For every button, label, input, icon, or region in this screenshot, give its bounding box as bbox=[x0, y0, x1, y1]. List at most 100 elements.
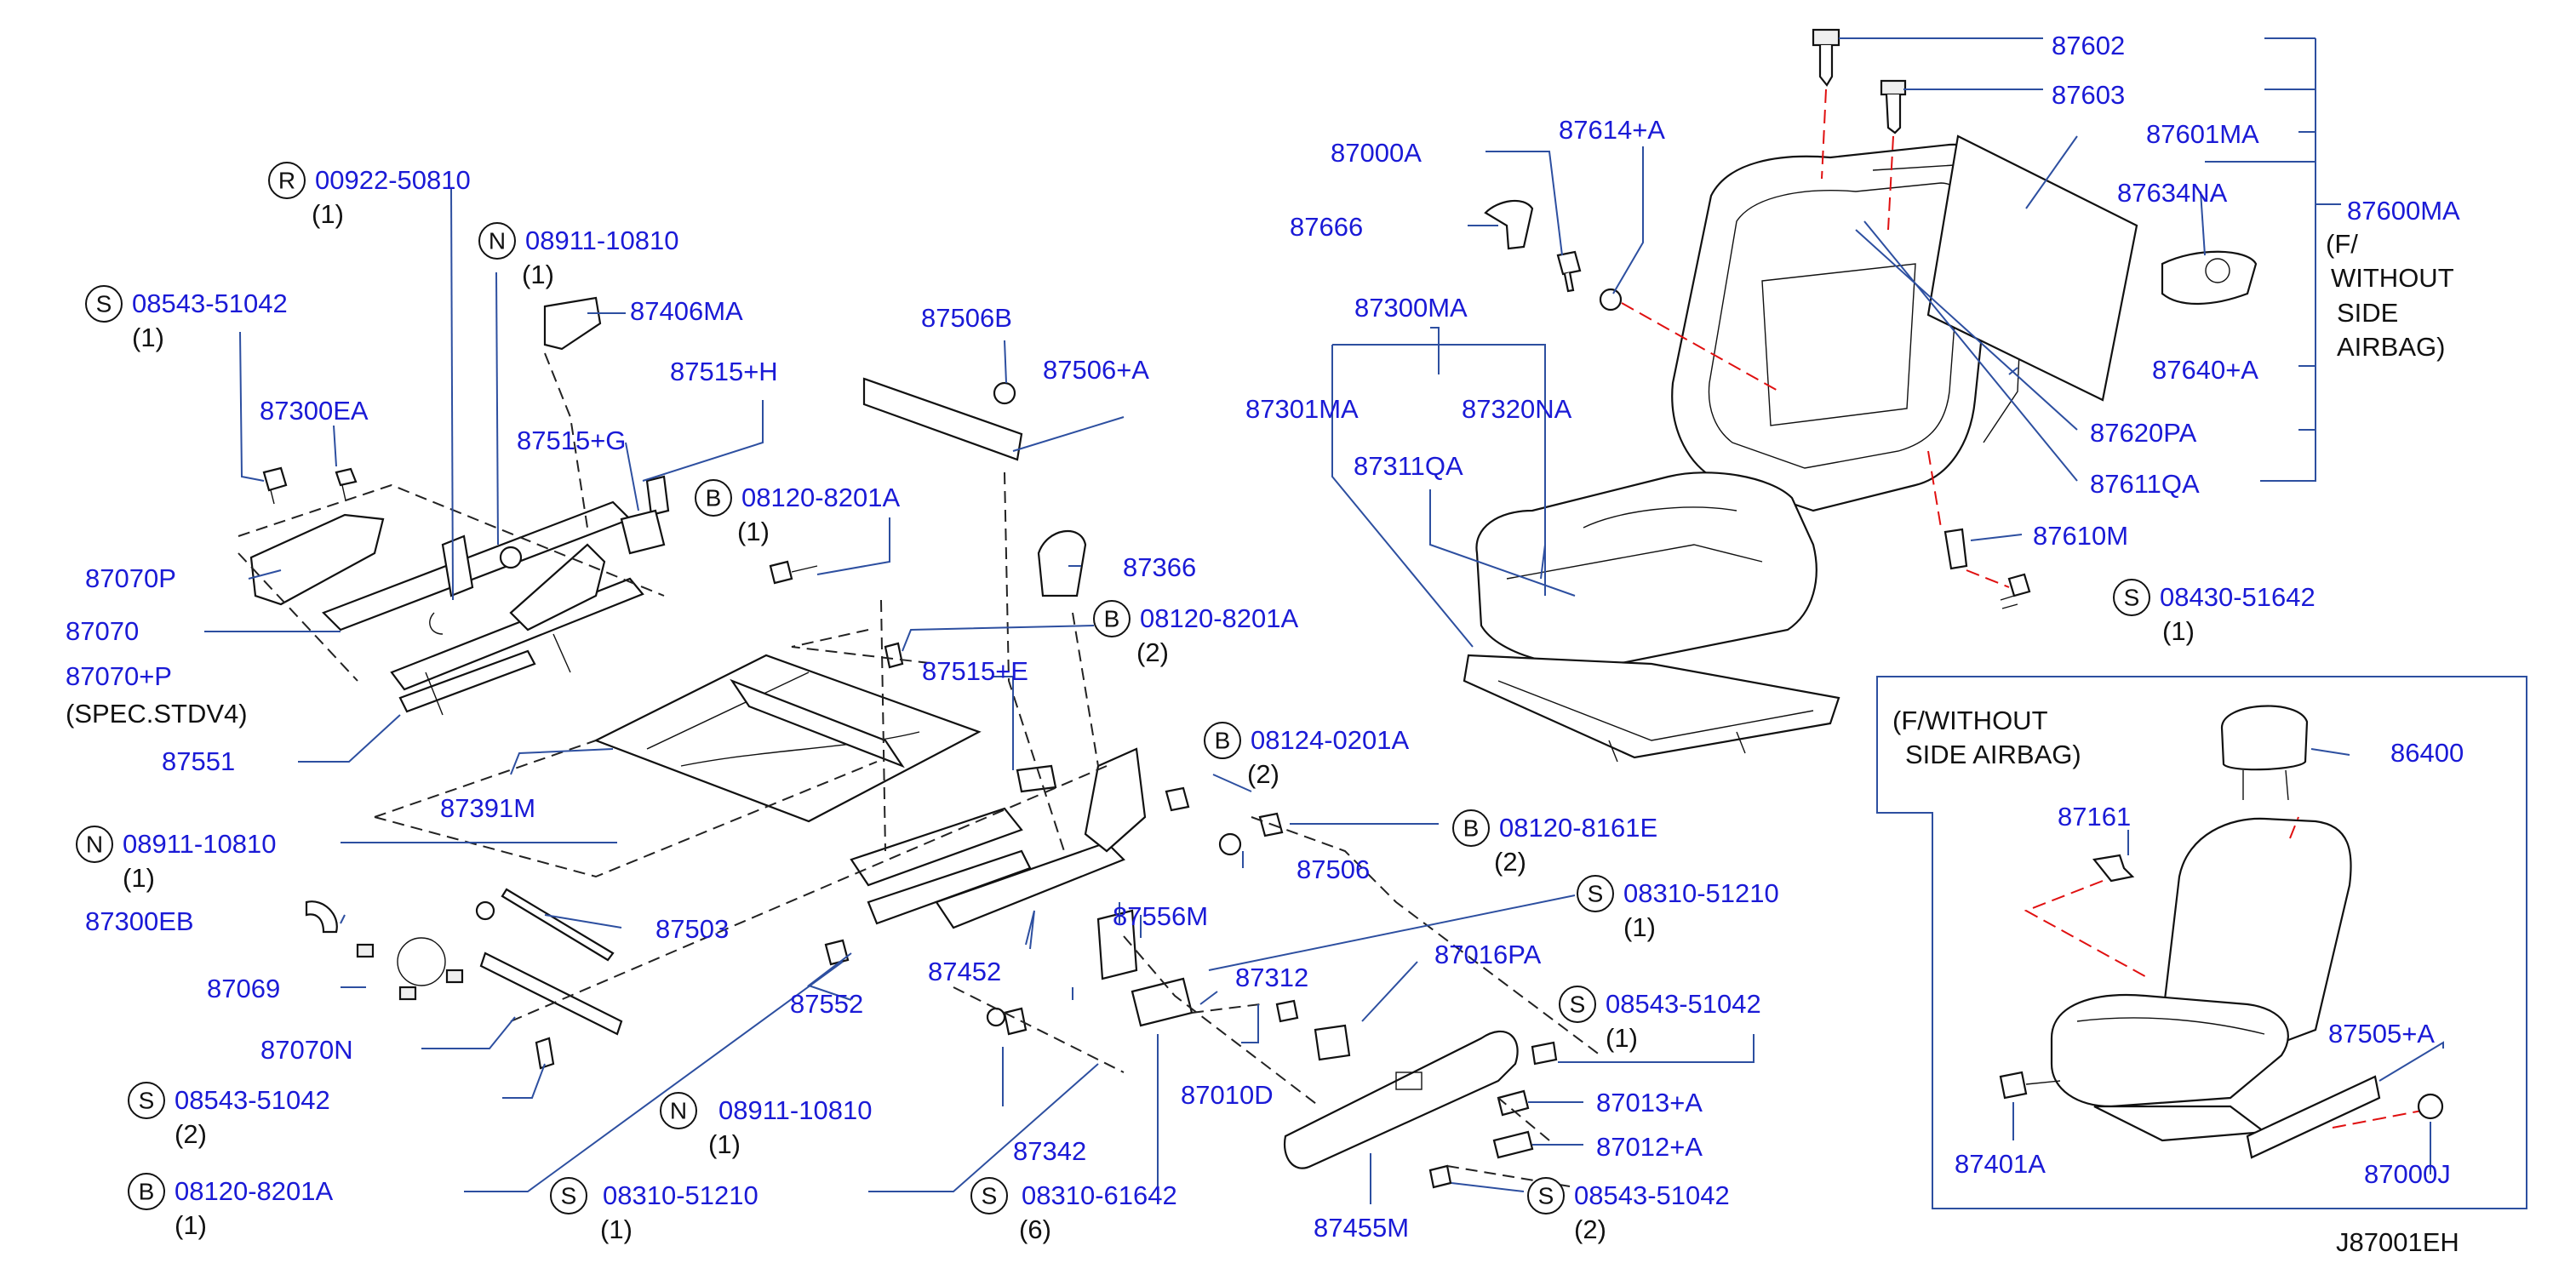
part-number[interactable]: 00922-50810 bbox=[315, 165, 471, 195]
part-87506b[interactable]: 87506B bbox=[921, 303, 1012, 333]
callout-prefix: B bbox=[139, 1179, 155, 1205]
part-87556m[interactable]: 87556M bbox=[1113, 901, 1208, 931]
part-87614a[interactable]: 87614+A bbox=[1559, 115, 1665, 145]
inset-box-without-side-airbag bbox=[1876, 676, 2527, 1209]
callout-prefix: S bbox=[2124, 585, 2140, 611]
part-87552[interactable]: 87552 bbox=[790, 989, 863, 1019]
quantity: (1) bbox=[1606, 1023, 1638, 1053]
guide-87603-icon bbox=[1880, 79, 1907, 96]
part-87000a[interactable]: 87000A bbox=[1331, 138, 1422, 168]
part-labels: 87406MA 87300EA 87515+H 87515+G 87506B 8… bbox=[66, 31, 2464, 1257]
part-87012a[interactable]: 87012+A bbox=[1596, 1132, 1703, 1162]
quantity: (1) bbox=[2162, 616, 2195, 646]
without-airbag-note: SIDE bbox=[2337, 298, 2398, 328]
part-number[interactable]: 08310-61642 bbox=[1022, 1180, 1177, 1210]
part-87013a[interactable]: 87013+A bbox=[1596, 1088, 1703, 1117]
part-87515g[interactable]: 87515+G bbox=[517, 426, 626, 455]
part-87503[interactable]: 87503 bbox=[655, 914, 729, 944]
inset-note: (F/WITHOUT bbox=[1892, 706, 2048, 735]
part-87611qa[interactable]: 87611QA bbox=[2090, 469, 2200, 499]
part-number[interactable]: 08120-8201A bbox=[1140, 603, 1298, 633]
callout-prefix: S bbox=[1570, 992, 1586, 1018]
drawing-code: J87001EH bbox=[2336, 1227, 2459, 1257]
part-87506[interactable]: 87506 bbox=[1297, 854, 1370, 884]
without-airbag-note: WITHOUT bbox=[2331, 263, 2454, 293]
part-87640a[interactable]: 87640+A bbox=[2152, 355, 2258, 385]
quantity: (2) bbox=[175, 1119, 207, 1149]
quantity: (1) bbox=[737, 517, 770, 546]
callout-prefix: R bbox=[278, 168, 295, 194]
part-87311qa[interactable]: 87311QA bbox=[1354, 451, 1463, 481]
part-87300ma[interactable]: 87300MA bbox=[1354, 293, 1468, 323]
part-87000j[interactable]: 87000J bbox=[2364, 1159, 2451, 1189]
part-87603[interactable]: 87603 bbox=[2052, 80, 2125, 110]
guide-87602-icon bbox=[1812, 28, 1840, 47]
quantity: (1) bbox=[123, 863, 155, 893]
part-87551[interactable]: 87551 bbox=[162, 746, 235, 776]
part-87401a[interactable]: 87401A bbox=[1955, 1149, 2046, 1179]
part-number[interactable]: 08124-0201A bbox=[1251, 725, 1409, 755]
part-number[interactable]: 08310-51210 bbox=[1623, 878, 1779, 908]
part-number[interactable]: 08120-8201A bbox=[175, 1176, 333, 1206]
callout-prefix: B bbox=[1104, 606, 1120, 632]
part-87602[interactable]: 87602 bbox=[2052, 31, 2125, 60]
part-86400[interactable]: 86400 bbox=[2390, 738, 2464, 768]
quantity: (2) bbox=[1494, 847, 1526, 877]
part-87515e[interactable]: 87515+E bbox=[922, 656, 1028, 686]
part-number[interactable]: 08911-10810 bbox=[525, 226, 678, 255]
part-87505a[interactable]: 87505+A bbox=[2328, 1019, 2435, 1049]
part-87016pa[interactable]: 87016PA bbox=[1434, 940, 1542, 969]
part-87342[interactable]: 87342 bbox=[1013, 1136, 1086, 1166]
quantity: (2) bbox=[1136, 637, 1169, 667]
callout-prefix: S bbox=[139, 1088, 155, 1114]
quantity: (1) bbox=[708, 1129, 741, 1159]
part-number[interactable]: 08430-51642 bbox=[2160, 582, 2316, 612]
part-number[interactable]: 08310-51210 bbox=[603, 1180, 758, 1210]
part-87320na[interactable]: 87320NA bbox=[1462, 394, 1572, 424]
part-number[interactable]: 08543-51042 bbox=[1606, 989, 1761, 1019]
part-87301ma[interactable]: 87301MA bbox=[1245, 394, 1359, 424]
callout-prefix: N bbox=[670, 1098, 687, 1124]
part-87070-plus-p[interactable]: 87070+P bbox=[66, 661, 172, 691]
part-87455m[interactable]: 87455M bbox=[1314, 1213, 1409, 1243]
part-87069[interactable]: 87069 bbox=[207, 974, 280, 1003]
part-number[interactable]: 08120-8161E bbox=[1499, 813, 1657, 843]
quantity: (1) bbox=[132, 323, 164, 352]
part-number[interactable]: 08543-51042 bbox=[175, 1085, 330, 1115]
callout-prefix: B bbox=[1463, 815, 1480, 842]
part-87300ea[interactable]: 87300EA bbox=[260, 396, 369, 426]
part-number[interactable]: 08543-51042 bbox=[1574, 1180, 1730, 1210]
part-87506a[interactable]: 87506+A bbox=[1043, 355, 1149, 385]
part-87610m[interactable]: 87610M bbox=[2033, 521, 2128, 551]
part-87300eb[interactable]: 87300EB bbox=[85, 906, 194, 936]
part-87452[interactable]: 87452 bbox=[928, 957, 1001, 986]
part-87600ma[interactable]: 87600MA bbox=[2347, 196, 2460, 226]
part-87070n[interactable]: 87070N bbox=[260, 1035, 353, 1065]
part-number[interactable]: 08911-10810 bbox=[718, 1095, 872, 1125]
callout-prefix: N bbox=[489, 228, 506, 254]
part-87010d[interactable]: 87010D bbox=[1181, 1080, 1274, 1110]
inset-note: SIDE AIRBAG) bbox=[1905, 740, 2081, 769]
part-87366[interactable]: 87366 bbox=[1123, 552, 1196, 582]
part-87601ma[interactable]: 87601MA bbox=[2146, 119, 2259, 149]
assembly-dash-lines bbox=[238, 352, 1601, 1188]
part-87312[interactable]: 87312 bbox=[1235, 963, 1308, 992]
callout-texts: 00922-50810 (1) 08911-10810 (1) 08543-51… bbox=[123, 165, 2316, 1244]
part-87634na[interactable]: 87634NA bbox=[2117, 178, 2228, 208]
part-87070p[interactable]: 87070P bbox=[85, 563, 176, 593]
quantity: (2) bbox=[1247, 759, 1279, 789]
callout-prefix: S bbox=[561, 1183, 577, 1209]
part-87620pa[interactable]: 87620PA bbox=[2090, 418, 2197, 448]
part-number[interactable]: 08911-10810 bbox=[123, 829, 276, 859]
part-87515h[interactable]: 87515+H bbox=[670, 357, 778, 386]
part-87406ma[interactable]: 87406MA bbox=[630, 296, 743, 326]
part-87161[interactable]: 87161 bbox=[2058, 802, 2131, 832]
part-number[interactable]: 08120-8201A bbox=[741, 483, 900, 512]
part-number[interactable]: 08543-51042 bbox=[132, 289, 288, 318]
seat-assembly-drawing bbox=[1463, 28, 2258, 763]
part-87666[interactable]: 87666 bbox=[1290, 212, 1363, 242]
part-87070[interactable]: 87070 bbox=[66, 616, 139, 646]
callout-prefix: S bbox=[982, 1183, 998, 1209]
part-87391m[interactable]: 87391M bbox=[440, 793, 535, 823]
